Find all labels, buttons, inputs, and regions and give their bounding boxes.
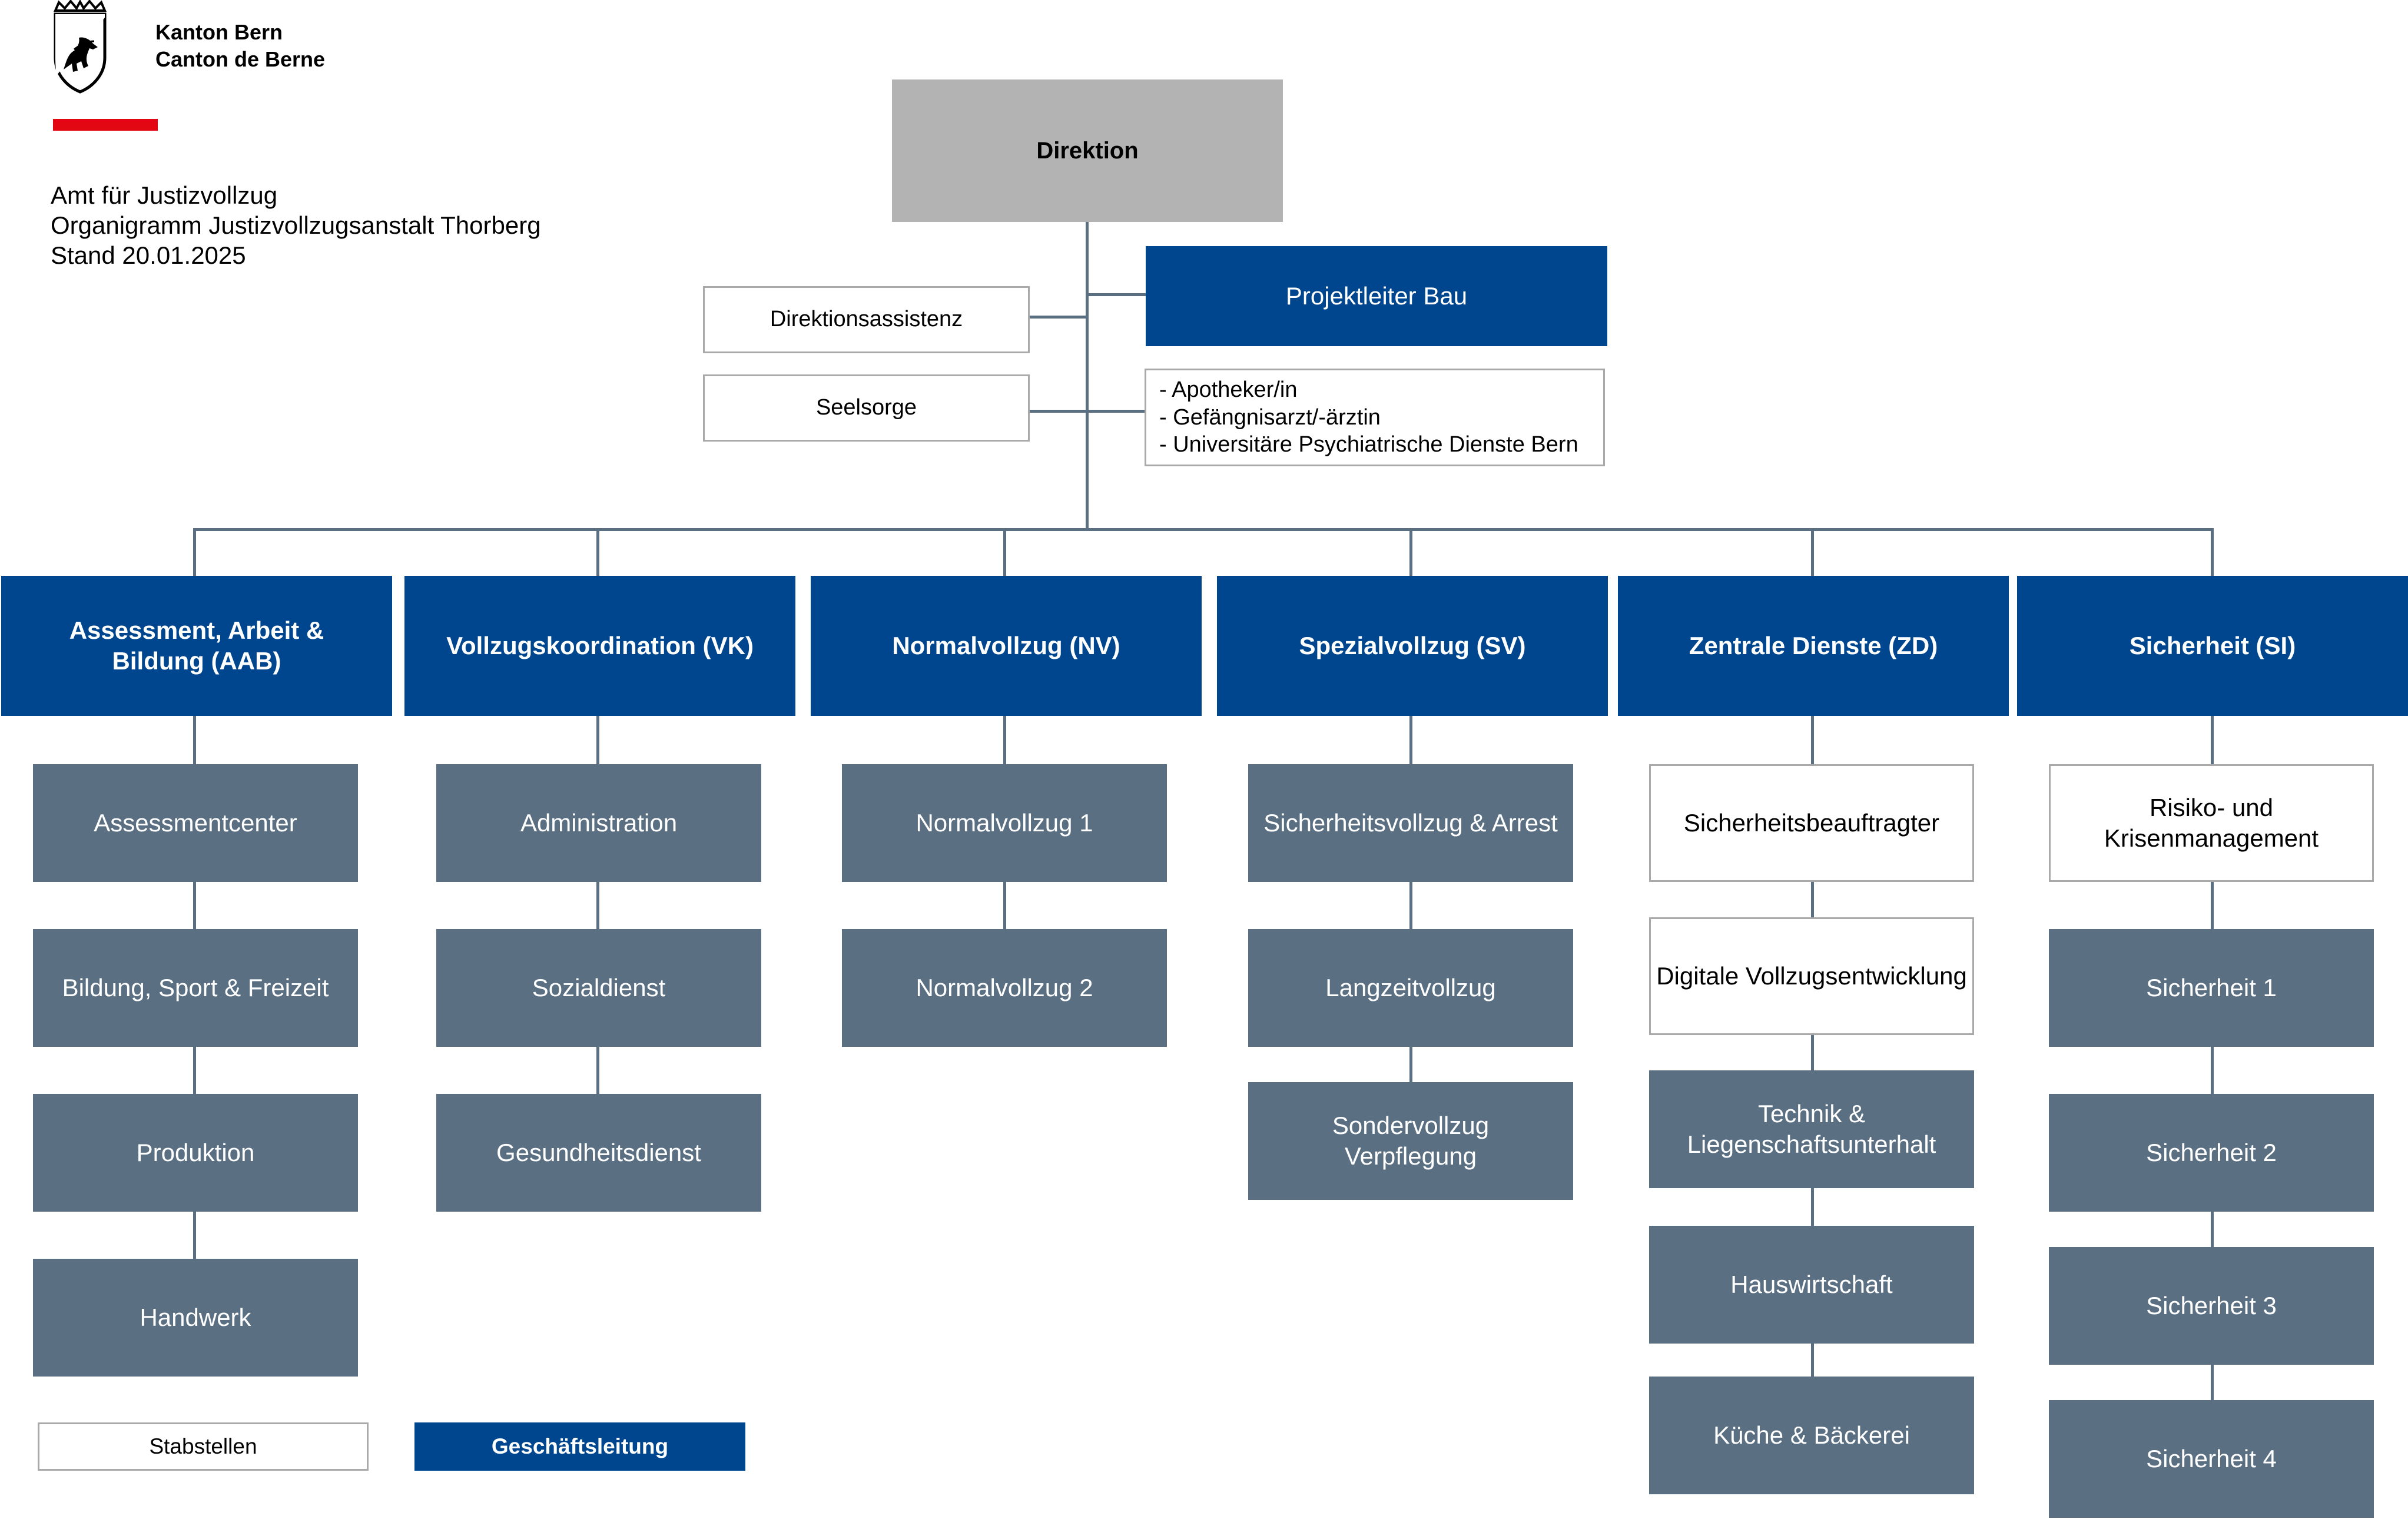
- unit-produktion: Produktion: [33, 1094, 358, 1212]
- department-vk: Vollzugskoordination (VK): [404, 576, 795, 716]
- department-name-line: Assessment, Arbeit &: [69, 616, 324, 644]
- direktion-label: Direktion: [1036, 138, 1139, 164]
- unit-sicherheitsbeauftragter: Sicherheitsbeauftragter: [1649, 764, 1974, 882]
- legend-geschaeftsleitung: Geschäftsleitung: [414, 1422, 745, 1471]
- unit-label: Sicherheit 3: [2146, 1291, 2277, 1319]
- header-title-line-1: Amt für Justizvollzug: [51, 181, 278, 209]
- department-nv: Normalvollzug (NV): [811, 576, 1202, 716]
- unit-label-line: Verpflegung: [1344, 1142, 1477, 1170]
- unit-label: Sicherheit 4: [2146, 1444, 2277, 1472]
- connector: [193, 528, 2213, 531]
- connector: [1811, 528, 1814, 576]
- connector: [1087, 293, 1146, 296]
- seelsorge-box: Seelsorge: [703, 374, 1030, 442]
- connector: [1028, 410, 1146, 413]
- department-zd: Zentrale Dienste (ZD): [1618, 576, 2009, 716]
- connector: [1028, 316, 1087, 319]
- accent-bar: [53, 119, 158, 131]
- unit-label: Sicherheitsbeauftragter: [1683, 808, 1940, 837]
- unit-label-line: Risiko- und: [2149, 793, 2274, 821]
- legend-stabstellen: Stabstellen: [38, 1422, 369, 1471]
- unit-sozialdienst: Sozialdienst: [436, 929, 761, 1047]
- unit-label: Sicherheitsvollzug & Arrest: [1263, 808, 1558, 837]
- external-service-item: - Apotheker/in: [1159, 377, 1298, 403]
- unit-hauswirtschaft: Hauswirtschaft: [1649, 1226, 1974, 1344]
- unit-kueche-baeckerei: Küche & Bäckerei: [1649, 1377, 1974, 1494]
- projektleiter-bau-label: Projektleiter Bau: [1285, 281, 1468, 310]
- seelsorge-label: Seelsorge: [815, 395, 917, 420]
- unit-label: Bildung, Sport & Freizeit: [62, 973, 329, 1001]
- unit-label: Produktion: [136, 1138, 255, 1166]
- unit-sicherheit-3: Sicherheit 3: [2049, 1247, 2374, 1365]
- external-services-box: - Apotheker/in - Gefängnisarzt/-ärztin -…: [1145, 369, 1605, 466]
- unit-normalvollzug-2: Normalvollzug 2: [842, 929, 1167, 1047]
- legend-geschaeftsleitung-label: Geschäftsleitung: [491, 1434, 669, 1458]
- direktionsassistenz-label: Direktionsassistenz: [770, 307, 963, 332]
- unit-sicherheit-4: Sicherheit 4: [2049, 1400, 2374, 1518]
- unit-label: Administration: [520, 808, 678, 837]
- department-name-line: Vollzugskoordination (VK): [446, 631, 754, 659]
- unit-administration: Administration: [436, 764, 761, 882]
- connector: [1086, 221, 1089, 530]
- bern-coat-of-arms-icon: [53, 0, 107, 94]
- unit-label: Küche & Bäckerei: [1713, 1421, 1910, 1449]
- unit-label-line: Krisenmanagement: [2104, 824, 2319, 852]
- unit-bildung-sport-freizeit: Bildung, Sport & Freizeit: [33, 929, 358, 1047]
- connector: [193, 528, 196, 576]
- connector: [1409, 715, 1412, 1083]
- external-service-item: - Universitäre Psychiatrische Dienste Be…: [1159, 432, 1578, 457]
- canton-bern-logo: [51, 0, 110, 94]
- connector: [1811, 715, 1814, 1379]
- department-si: Sicherheit (SI): [2017, 576, 2408, 716]
- connector: [2211, 528, 2214, 576]
- connector: [1003, 528, 1006, 576]
- unit-handwerk: Handwerk: [33, 1259, 358, 1377]
- direktionsassistenz-box: Direktionsassistenz: [703, 286, 1030, 353]
- connector: [596, 528, 599, 576]
- header-date: Stand 20.01.2025: [51, 241, 246, 269]
- unit-label: Sicherheit 1: [2146, 973, 2277, 1001]
- department-aab: Assessment, Arbeit & Bildung (AAB): [1, 576, 392, 716]
- unit-label-line: Sondervollzug: [1332, 1111, 1490, 1139]
- direktion-box: Direktion: [892, 79, 1283, 222]
- connector: [2211, 715, 2214, 1402]
- unit-sicherheit-2: Sicherheit 2: [2049, 1094, 2374, 1212]
- unit-label: Sicherheit 2: [2146, 1138, 2277, 1166]
- unit-label: Digitale Vollzugsentwicklung: [1656, 961, 1967, 990]
- logo-line-1: Kanton Bern: [155, 20, 283, 44]
- unit-normalvollzug-1: Normalvollzug 1: [842, 764, 1167, 882]
- unit-gesundheitsdienst: Gesundheitsdienst: [436, 1094, 761, 1212]
- unit-assessmentcenter: Assessmentcenter: [33, 764, 358, 882]
- department-sv: Spezialvollzug (SV): [1217, 576, 1608, 716]
- department-name-line: Zentrale Dienste (ZD): [1689, 631, 1938, 659]
- unit-label-line: Liegenschaftsunterhalt: [1687, 1130, 1936, 1158]
- unit-label: Hauswirtschaft: [1730, 1270, 1893, 1298]
- header-title-line-2: Organigramm Justizvollzugsanstalt Thorbe…: [51, 211, 541, 239]
- unit-label-line: Technik &: [1757, 1099, 1866, 1127]
- connector: [1409, 528, 1412, 576]
- unit-label: Langzeitvollzug: [1325, 973, 1496, 1001]
- unit-label: Sozialdienst: [532, 973, 666, 1001]
- projektleiter-bau-box: Projektleiter Bau: [1146, 246, 1607, 346]
- unit-digitale-vollzugsentwicklung: Digitale Vollzugsentwicklung: [1649, 917, 1974, 1035]
- department-name-line: Normalvollzug (NV): [892, 631, 1120, 659]
- logo-line-2: Canton de Berne: [155, 47, 326, 71]
- external-service-item: - Gefängnisarzt/-ärztin: [1159, 404, 1381, 430]
- unit-langzeitvollzug: Langzeitvollzug: [1248, 929, 1573, 1047]
- department-name-line: Sicherheit (SI): [2129, 631, 2296, 659]
- connector: [596, 715, 599, 1095]
- unit-label: Normalvollzug 1: [916, 808, 1093, 837]
- unit-label: Assessmentcenter: [94, 808, 297, 837]
- unit-sicherheitsvollzug-arrest: Sicherheitsvollzug & Arrest: [1248, 764, 1573, 882]
- legend-stabstellen-label: Stabstellen: [149, 1434, 257, 1458]
- department-name-line: Bildung (AAB): [112, 647, 281, 675]
- unit-label: Normalvollzug 2: [916, 973, 1093, 1001]
- unit-sicherheit-1: Sicherheit 1: [2049, 929, 2374, 1047]
- unit-label: Gesundheitsdienst: [496, 1138, 701, 1166]
- department-name-line: Spezialvollzug (SV): [1299, 631, 1526, 659]
- unit-label: Handwerk: [140, 1303, 251, 1331]
- unit-technik-liegenschaftsunterhalt: Technik & Liegenschaftsunterhalt: [1649, 1070, 1974, 1188]
